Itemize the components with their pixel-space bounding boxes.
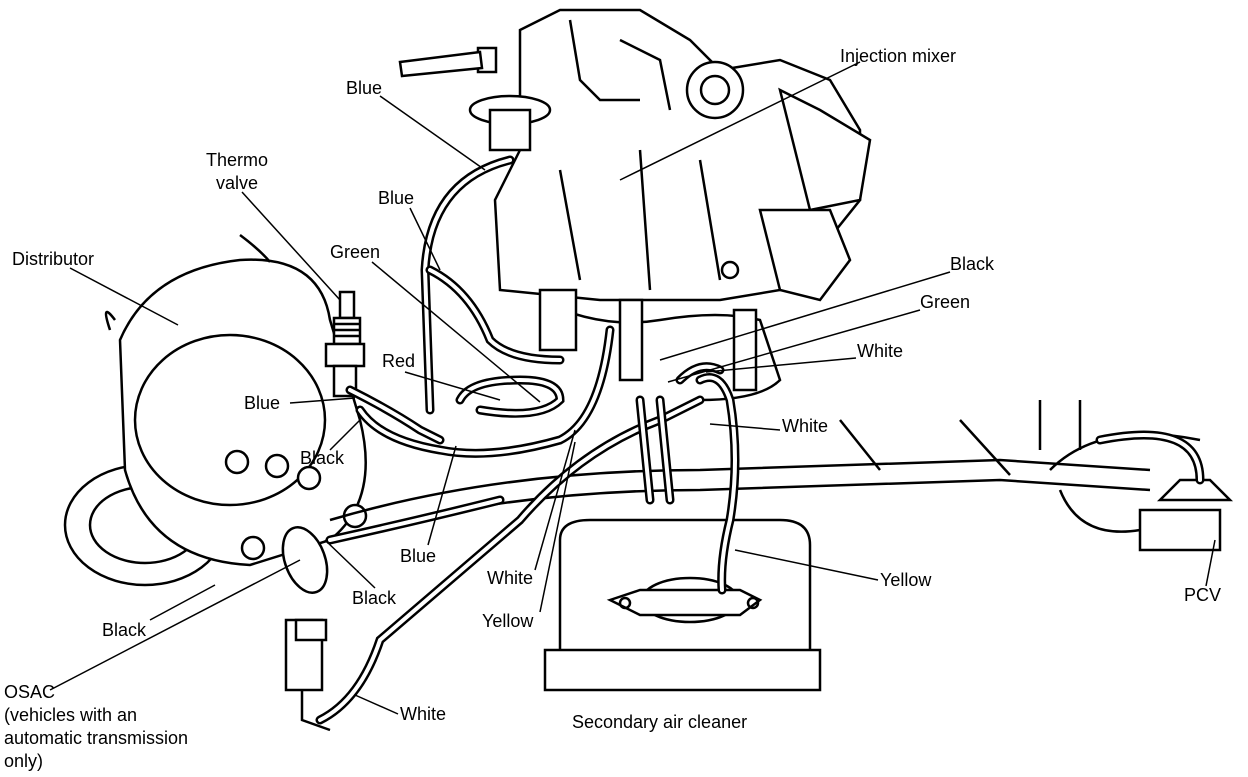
label-osac-line1: OSAC [4, 682, 55, 702]
label-secondary-air-cleaner: Secondary air cleaner [572, 712, 747, 732]
label-osac-line3: automatic transmission [4, 728, 188, 748]
distributor-drawing [63, 234, 368, 587]
label-thermo-valve-line2: valve [216, 173, 258, 193]
label-yellow-lower: Yellow [482, 611, 534, 631]
label-red: Red [382, 351, 415, 371]
label-green-left: Green [330, 242, 380, 262]
label-pcv: PCV [1184, 585, 1221, 605]
injection-mixer-drawing [398, 8, 872, 402]
label-white-right-lower: White [782, 416, 828, 436]
label-yellow-right: Yellow [880, 570, 932, 590]
label-osac-line2: (vehicles with an [4, 705, 137, 725]
label-green-right: Green [920, 292, 970, 312]
label-blue-lower: Blue [400, 546, 436, 566]
label-blue-top: Blue [346, 78, 382, 98]
secondary-air-cleaner-drawing [543, 518, 822, 692]
label-distributor: Distributor [12, 249, 94, 269]
labels: Injection mixer Blue Thermo valve Blue D… [4, 46, 1221, 771]
label-white-bottom: White [400, 704, 446, 724]
label-blue-upper: Blue [378, 188, 414, 208]
label-blue-left: Blue [244, 393, 280, 413]
label-thermo-valve-line1: Thermo [206, 150, 268, 170]
label-black-right: Black [950, 254, 995, 274]
osac-drawing [281, 526, 331, 732]
leader-lines [49, 61, 1216, 715]
thermo-valve-drawing [324, 290, 366, 398]
label-white-lower: White [487, 568, 533, 588]
pcv-valve-drawing [1049, 433, 1234, 552]
label-white-right-upper: White [857, 341, 903, 361]
label-osac-line4: only) [4, 751, 43, 771]
label-black-lower: Black [352, 588, 397, 608]
label-black-mid: Black [300, 448, 345, 468]
label-black-left: Black [102, 620, 147, 640]
label-injection-mixer: Injection mixer [840, 46, 956, 66]
